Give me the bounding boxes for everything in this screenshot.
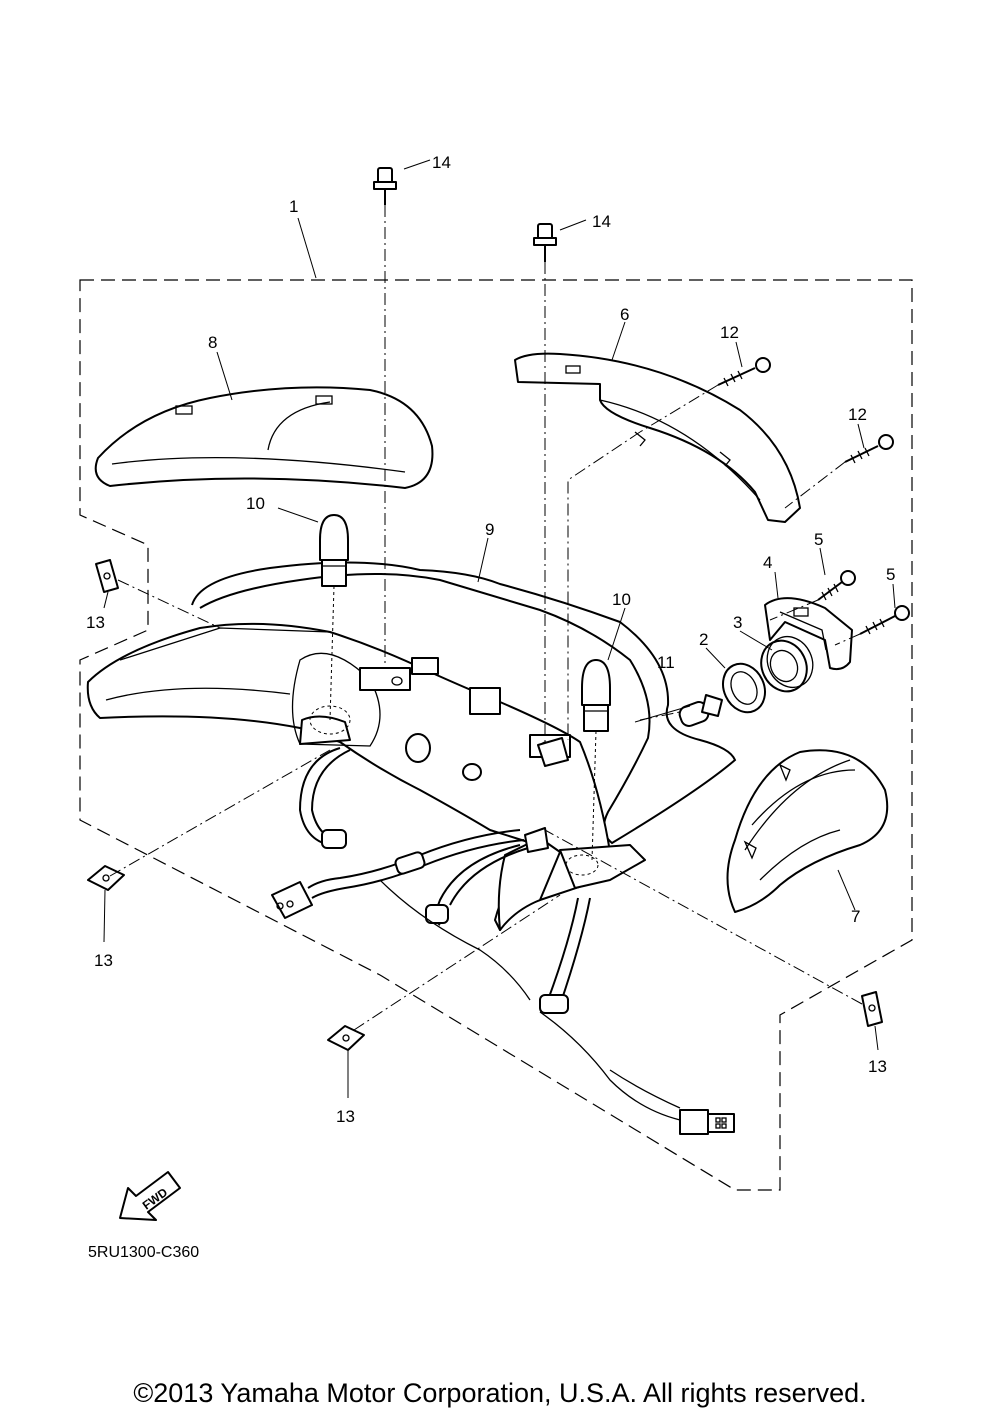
callout-13a: 13 [86, 613, 105, 632]
side-lens-right [726, 749, 889, 913]
forward-direction-arrow: FWD [119, 1171, 181, 1221]
screw-5a [817, 570, 856, 601]
leader-lines [103, 159, 896, 1098]
screw-5b [859, 605, 910, 635]
callout-14b: 14 [592, 212, 611, 231]
small-bulb [634, 694, 723, 727]
callout-12b: 12 [848, 405, 867, 424]
callout-8: 8 [208, 333, 217, 352]
upper-lens-right [514, 352, 801, 523]
callout-13d: 13 [868, 1057, 887, 1076]
bracket-part-4 [764, 597, 853, 671]
ring-part-2 [722, 662, 766, 714]
callout-13b: 13 [94, 951, 113, 970]
screw-12a [717, 357, 771, 387]
copyright-notice: ©2013 Yamaha Motor Corporation, U.S.A. A… [133, 1378, 867, 1408]
callout-7: 7 [851, 907, 860, 926]
callout-4: 4 [763, 553, 772, 572]
callout-6: 6 [620, 305, 629, 324]
assembly-boundary [79, 279, 913, 1191]
callout-12a: 12 [720, 323, 739, 342]
wiring-harness [271, 737, 735, 1135]
callout-13c: 13 [336, 1107, 355, 1126]
callout-3: 3 [733, 613, 742, 632]
grommet-part-3 [760, 636, 814, 693]
callout-2: 2 [699, 630, 708, 649]
screw-12b [844, 434, 894, 464]
clip-nut-13b [87, 865, 125, 891]
bolt-14a [373, 167, 397, 205]
bolt-14b [533, 223, 557, 262]
bulb-left [319, 514, 349, 587]
callout-5a: 5 [814, 530, 823, 549]
bulb-right [581, 659, 611, 732]
clip-nut-13a [95, 559, 119, 593]
gasket [191, 561, 737, 845]
callout-5b: 5 [886, 565, 895, 584]
callout-10a: 10 [246, 494, 265, 513]
callout-14a: 14 [432, 153, 451, 172]
clip-nut-13c [327, 1025, 365, 1051]
callout-9: 9 [485, 520, 494, 539]
callout-10b: 10 [612, 590, 631, 609]
callout-labels: 1 2 3 4 5 5 6 7 8 9 10 10 11 12 12 13 13… [86, 153, 895, 1126]
installation-lines [109, 205, 863, 1031]
upper-lens-left [94, 386, 434, 489]
callout-1: 1 [289, 197, 298, 216]
clip-nut-13d [861, 991, 883, 1027]
callout-11: 11 [657, 653, 675, 672]
diagram-code: 5RU1300-C360 [88, 1244, 199, 1261]
